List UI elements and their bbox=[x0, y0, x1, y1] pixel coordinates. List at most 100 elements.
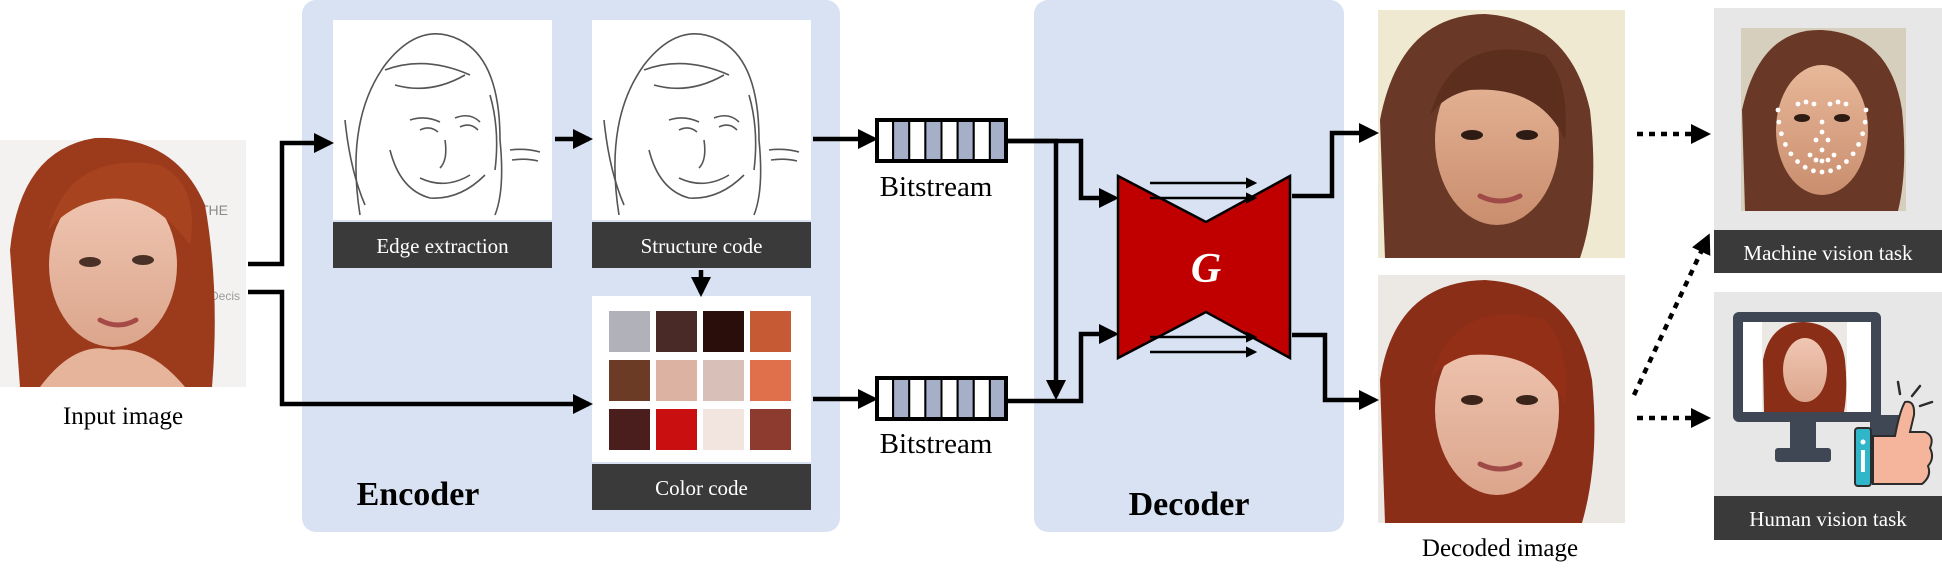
landmark-dot bbox=[1831, 152, 1837, 158]
edge-extraction-bar bbox=[333, 222, 552, 268]
generator-block bbox=[1116, 173, 1292, 361]
structure-code-bar bbox=[592, 222, 811, 268]
bitstream-top-label: Bitstream bbox=[880, 171, 993, 203]
svg-text:Decis: Decis bbox=[210, 289, 240, 303]
color-swatch bbox=[703, 311, 744, 352]
bitstream-cell bbox=[956, 119, 975, 162]
generator-flow-arrows bbox=[1150, 177, 1258, 358]
landmark-dot bbox=[1778, 131, 1784, 137]
bitstream-cell bbox=[892, 377, 911, 420]
landmark-dot bbox=[1835, 99, 1841, 105]
landmark-dot bbox=[1863, 107, 1869, 113]
decoded-image-top bbox=[1378, 10, 1625, 258]
machine-vision-label: Machine vision task bbox=[1743, 241, 1913, 265]
bitstream-cell bbox=[908, 377, 927, 420]
landmark-dot bbox=[1788, 151, 1794, 157]
color-swatch bbox=[656, 360, 697, 401]
landmark-dot bbox=[1819, 119, 1825, 125]
bitstream-cell bbox=[988, 119, 1007, 162]
arrow-generator-to-decoded-top bbox=[1292, 122, 1380, 199]
landmark-dot bbox=[1783, 142, 1788, 147]
machine-vision-image bbox=[1741, 28, 1906, 211]
arrow-input-to-edge bbox=[248, 132, 335, 267]
landmark-dot bbox=[1803, 99, 1809, 105]
landmark-dot bbox=[1813, 157, 1819, 163]
landmark-dot bbox=[1807, 152, 1813, 158]
edge-extraction-label: Edge extraction bbox=[376, 234, 509, 258]
landmark-dot bbox=[1844, 159, 1849, 164]
dotted-arrows bbox=[1631, 123, 1712, 429]
landmark-dot bbox=[1825, 157, 1831, 163]
landmark-dot bbox=[1850, 151, 1856, 157]
bitstream-cell bbox=[908, 119, 927, 162]
structure-code-label: Structure code bbox=[641, 234, 763, 258]
color-swatch bbox=[656, 409, 697, 450]
bitstream-top bbox=[875, 118, 1008, 163]
landmark-dot bbox=[1825, 137, 1831, 143]
color-swatch bbox=[750, 409, 791, 450]
input-image-label: Input image bbox=[63, 403, 183, 430]
face-landmarks bbox=[1775, 99, 1869, 175]
bitstream-cell bbox=[988, 377, 1007, 420]
edge-sketch-image bbox=[333, 20, 552, 220]
landmark-dot bbox=[1828, 168, 1833, 174]
input-image: THE Decis bbox=[0, 137, 246, 387]
generator-label: G bbox=[1191, 246, 1221, 292]
arrow-bitstream-top-to-lower bbox=[1008, 138, 1067, 401]
bitstream-bottom-label: Bitstream bbox=[880, 428, 993, 460]
decoded-image-bottom bbox=[1378, 275, 1625, 523]
svg-text:THE: THE bbox=[200, 202, 228, 218]
decoded-image-label: Decoded image bbox=[1422, 535, 1578, 562]
bitstream-cell bbox=[956, 377, 975, 420]
color-swatch bbox=[609, 360, 650, 401]
encoder-label: Encoder bbox=[357, 476, 480, 513]
human-vision-bar bbox=[1714, 496, 1942, 540]
bitstream-cell bbox=[892, 119, 911, 162]
color-swatch bbox=[750, 311, 791, 352]
human-vision-label: Human vision task bbox=[1749, 507, 1907, 531]
landmark-dot bbox=[1856, 142, 1861, 147]
color-code-bar bbox=[592, 464, 811, 510]
bitstream-cell bbox=[924, 119, 943, 162]
color-swatch bbox=[656, 311, 697, 352]
color-swatch bbox=[609, 311, 650, 352]
structure-sketch-image bbox=[592, 20, 811, 220]
landmark-dot bbox=[1836, 164, 1842, 170]
decoder-label: Decoder bbox=[1129, 486, 1250, 523]
human-vision-image bbox=[1762, 322, 1847, 412]
landmark-dot bbox=[1819, 147, 1825, 153]
landmark-dot bbox=[1819, 158, 1825, 164]
machine-vision-bar bbox=[1714, 230, 1942, 273]
color-swatch bbox=[703, 409, 744, 450]
bitstream-cell bbox=[940, 377, 959, 420]
bitstream-cell bbox=[876, 377, 895, 420]
landmark-dot bbox=[1813, 137, 1819, 143]
arrow-bitstream-bottom-to-generator bbox=[1008, 323, 1120, 404]
landmark-dot bbox=[1795, 159, 1800, 164]
landmark-dot bbox=[1819, 129, 1825, 135]
landmark-dot bbox=[1827, 101, 1833, 107]
landmark-dot bbox=[1843, 101, 1849, 107]
color-swatch bbox=[703, 360, 744, 401]
landmark-dot bbox=[1860, 131, 1866, 137]
landmark-dot bbox=[1811, 101, 1817, 107]
landmark-dot bbox=[1819, 169, 1825, 175]
landmark-dot bbox=[1802, 164, 1808, 170]
bitstream-cell bbox=[876, 119, 895, 162]
landmark-dot bbox=[1776, 119, 1782, 125]
bitstream-bottom bbox=[875, 376, 1008, 421]
landmark-dot bbox=[1862, 119, 1868, 125]
landmark-dot bbox=[1795, 101, 1801, 107]
color-swatch bbox=[750, 360, 791, 401]
bitstream-cell bbox=[940, 119, 959, 162]
bitstream-cell bbox=[972, 119, 991, 162]
color-swatch bbox=[609, 409, 650, 450]
arrow-generator-to-decoded-bottom bbox=[1292, 332, 1380, 411]
landmark-dot bbox=[1775, 107, 1781, 113]
bitstream-cell bbox=[972, 377, 991, 420]
arrow-diagonal-to-machine-vision bbox=[1631, 233, 1711, 396]
thumbs-up-icon bbox=[1854, 380, 1934, 487]
flow-arrows bbox=[248, 122, 1380, 415]
color-palette bbox=[609, 311, 791, 450]
